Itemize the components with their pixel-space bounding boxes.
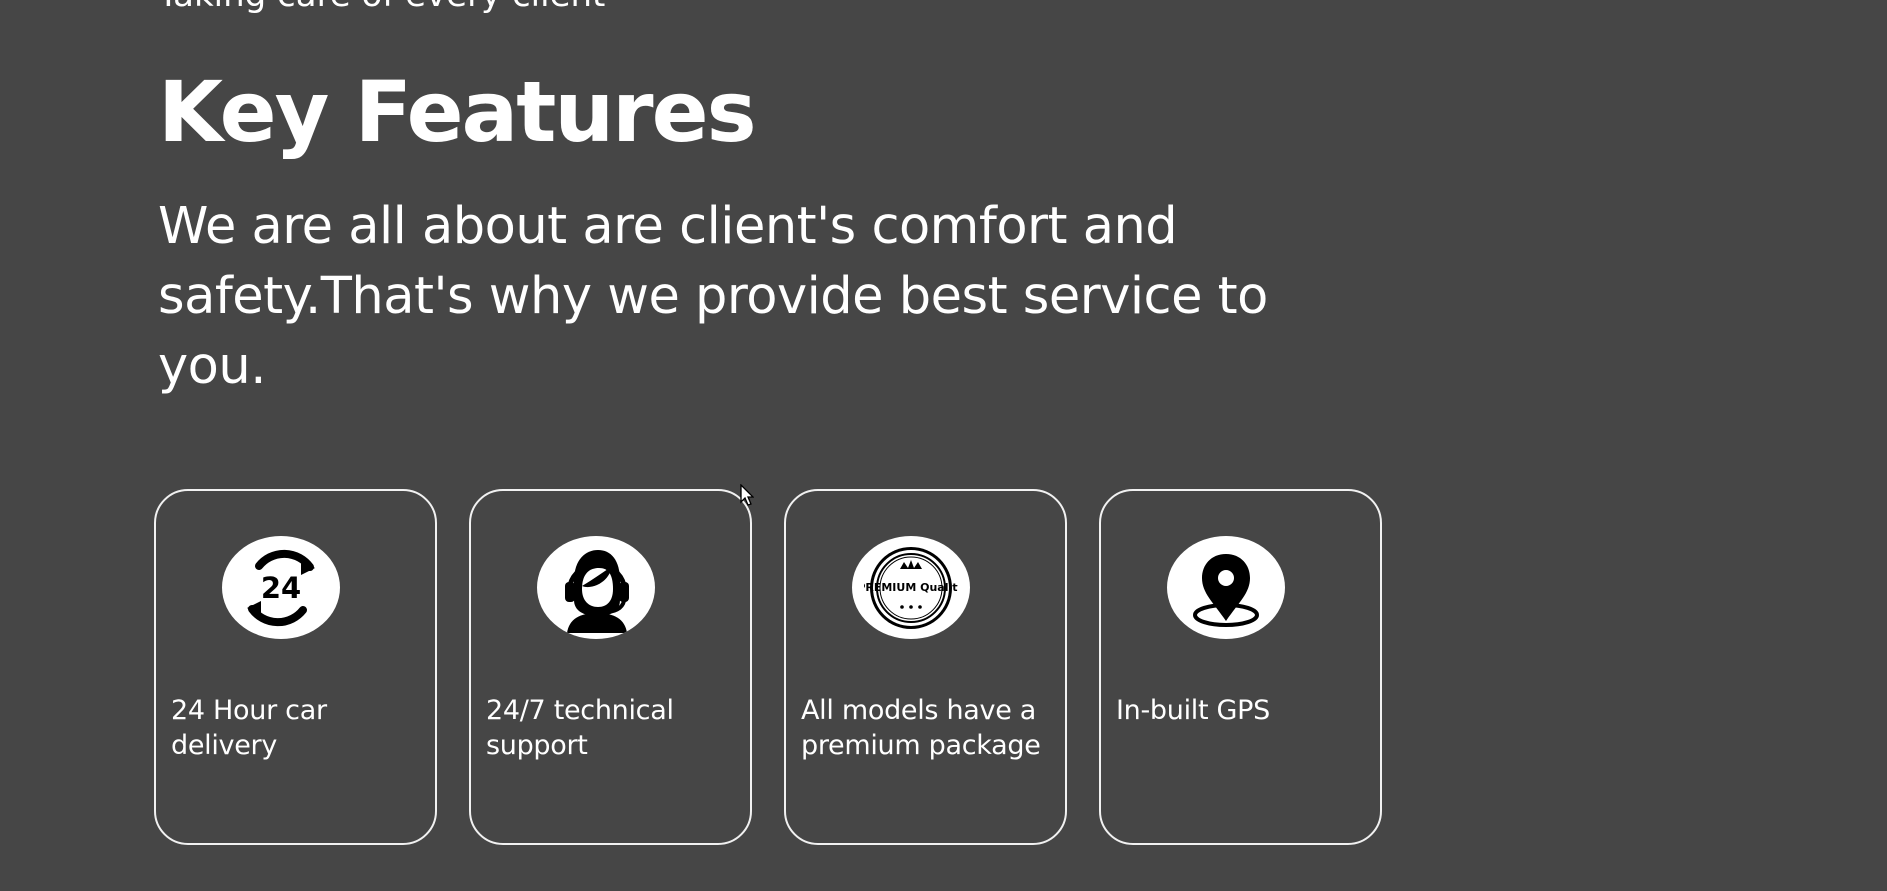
technical-support-headset-icon [537, 536, 655, 639]
premium-quality-badge-icon: PREMIUM Quality [852, 536, 970, 639]
premium-badge-text: PREMIUM Quality [864, 581, 958, 594]
feature-label: In-built GPS [1116, 695, 1270, 726]
gps-location-pin-icon [1167, 536, 1285, 639]
feature-card-gps: In-built GPS [1099, 489, 1382, 845]
feature-label: 24 Hour car delivery [171, 695, 327, 761]
24-hour-delivery-icon: 24 [222, 536, 340, 639]
mouse-cursor-icon [740, 484, 754, 506]
page-title: Key Features [158, 63, 757, 161]
section-description: We are all about are client's comfort an… [158, 197, 1268, 396]
feature-cards: 24 24 Hour car delivery 24/7 t [154, 489, 1382, 845]
feature-label: All models have a premium package [801, 695, 1041, 761]
feature-card-premium-package: PREMIUM Quality All models have a premiu… [784, 489, 1067, 845]
section-tagline: Taking care of every client [158, 0, 605, 12]
feature-label: 24/7 technical support [486, 695, 674, 761]
feature-card-24-hour-delivery: 24 24 Hour car delivery [154, 489, 437, 845]
svg-text:24: 24 [261, 571, 301, 605]
feature-card-technical-support: 24/7 technical support [469, 489, 752, 845]
